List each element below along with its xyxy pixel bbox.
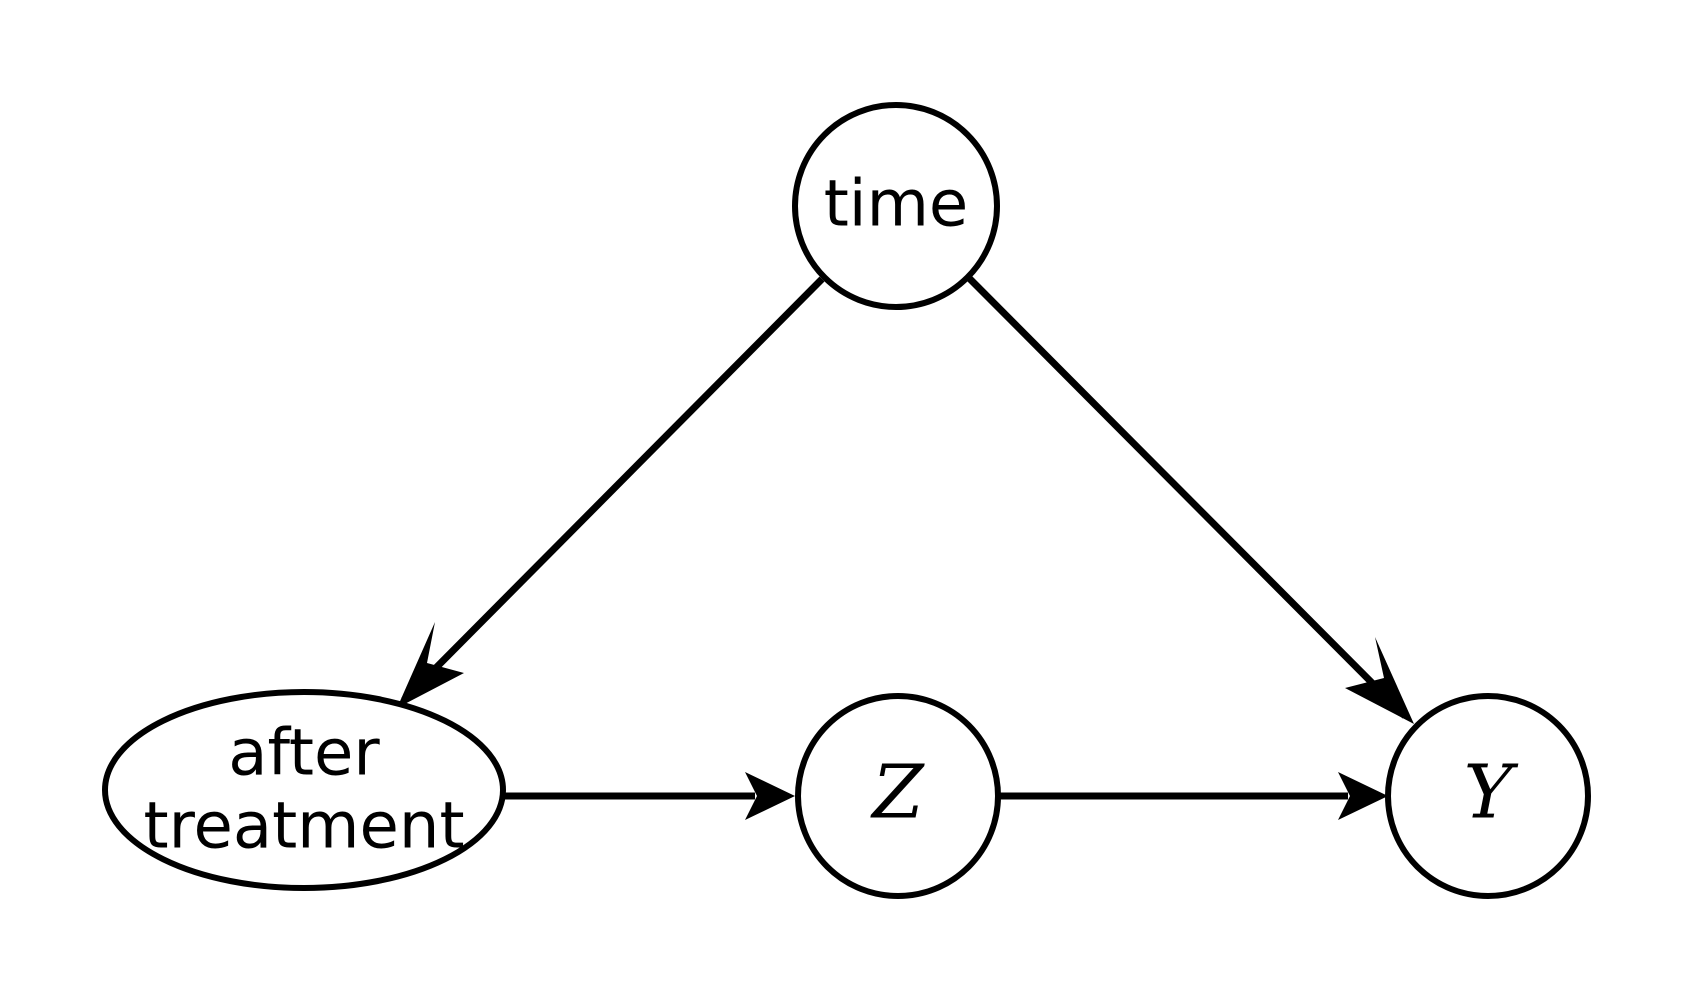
node-Z[interactable]: Z	[795, 693, 1001, 899]
edge-time-to-Y	[965, 274, 1414, 724]
node-time-label: time	[824, 168, 969, 242]
node-Z-label: Z	[870, 749, 925, 835]
node-Z-circle[interactable]	[795, 693, 1001, 899]
node-Y-label: Y	[1464, 749, 1519, 835]
arrowhead-time-after-treatment	[397, 622, 464, 708]
arrowhead-time-Y	[1345, 637, 1414, 724]
edge-after-treatment-to-Z	[504, 772, 795, 820]
arrowhead-after-treatment-Z	[745, 772, 795, 820]
edge-line-time-Y	[965, 274, 1408, 719]
node-after-treatment-label-line1: after	[228, 717, 380, 791]
node-Y[interactable]: Y	[1385, 693, 1591, 899]
node-after-treatment[interactable]: after treatment	[102, 689, 506, 891]
edge-time-to-after-treatment	[397, 276, 825, 708]
node-after-treatment-label-line2: treatment	[143, 790, 464, 864]
node-Y-circle[interactable]	[1385, 693, 1591, 899]
node-time[interactable]: time	[792, 102, 1000, 310]
node-after-treatment-ellipse[interactable]	[102, 689, 506, 891]
edge-line-time-after-treatment	[401, 276, 825, 703]
edge-Z-to-Y	[998, 772, 1388, 820]
node-time-circle[interactable]	[792, 102, 1000, 310]
arrowhead-Z-Y	[1338, 772, 1388, 820]
